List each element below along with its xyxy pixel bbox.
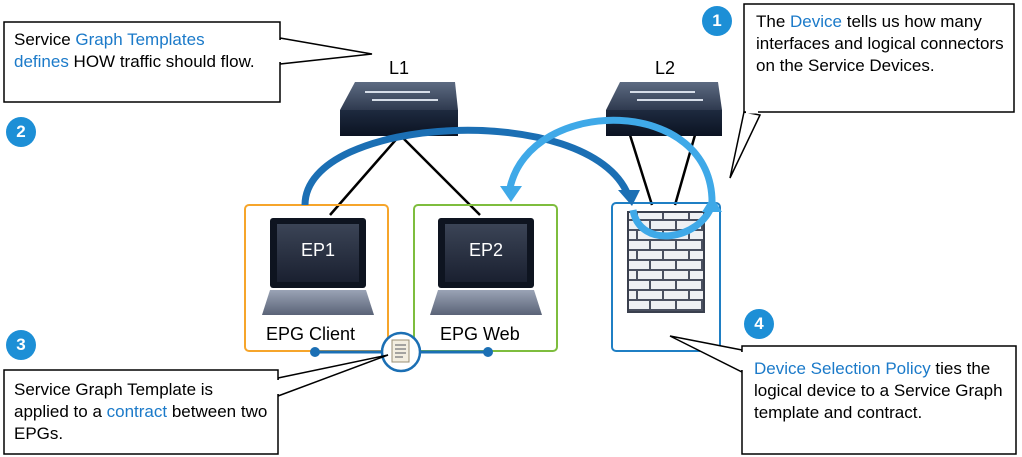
callout-text: between two EPGs. [14, 402, 268, 443]
callout-tail [669, 335, 743, 374]
contract-endpoint [310, 347, 320, 357]
callout-highlight: Device Selection Policy [754, 359, 931, 378]
callout-text: Service [14, 30, 76, 49]
arrow-head-icon [500, 186, 522, 202]
callout-templates-text: Service Graph Templates defines HOW traff… [14, 29, 274, 73]
laptop-icon [430, 218, 542, 315]
callout-tail [279, 37, 373, 65]
callout-text: Service Graph Template is applied to a [14, 380, 214, 421]
callout-contract-text: Service Graph Template is applied to a c… [14, 379, 272, 445]
laptop-icon [262, 218, 374, 315]
callout-device-text: The Device tells us how many interfaces … [756, 11, 1006, 77]
endpoint-label-ep2: EP2 [468, 240, 504, 260]
traffic-arc-device-loop [629, 203, 716, 240]
contract-document-icon[interactable] [380, 331, 422, 373]
device-box [611, 202, 721, 352]
callout-text: ties the logical device to a Service Gra… [754, 359, 1003, 422]
arrow-head-icon [618, 190, 640, 206]
callout-highlight: defines [14, 52, 69, 71]
callout-tail [729, 111, 762, 179]
callout-contract-box [3, 369, 279, 455]
callout-policy-box [741, 345, 1017, 455]
marker-3: 3 [6, 330, 36, 360]
callout-policy-text: Device Selection Policy ties the logical… [754, 358, 1008, 424]
callout-text: tells us how many interfaces and logical… [756, 12, 1004, 75]
marker-1: 1 [702, 6, 732, 36]
marker-2: 2 [6, 117, 36, 147]
traffic-arc-client-to-device [301, 126, 632, 206]
marker-4: 4 [744, 309, 774, 339]
callout-text: The [756, 12, 791, 31]
endpoint-label-ep1: EP1 [300, 240, 336, 260]
callout-highlight: contract [106, 402, 168, 421]
switch-label-l2: L2 [655, 58, 676, 78]
callout-device-box [743, 3, 1015, 113]
switch-label-l1: L1 [389, 58, 410, 78]
callout-highlight: Device [790, 12, 842, 31]
epg-client-label: EPG Client [266, 324, 356, 344]
callout-tail [277, 354, 389, 398]
contract-endpoint [483, 347, 493, 357]
traffic-arc-device-to-web [506, 116, 716, 206]
callout-highlight: Graph Templates [75, 30, 205, 49]
epg-web-label: EPG Web [440, 324, 520, 344]
callout-text: HOW traffic should flow. [68, 52, 255, 71]
